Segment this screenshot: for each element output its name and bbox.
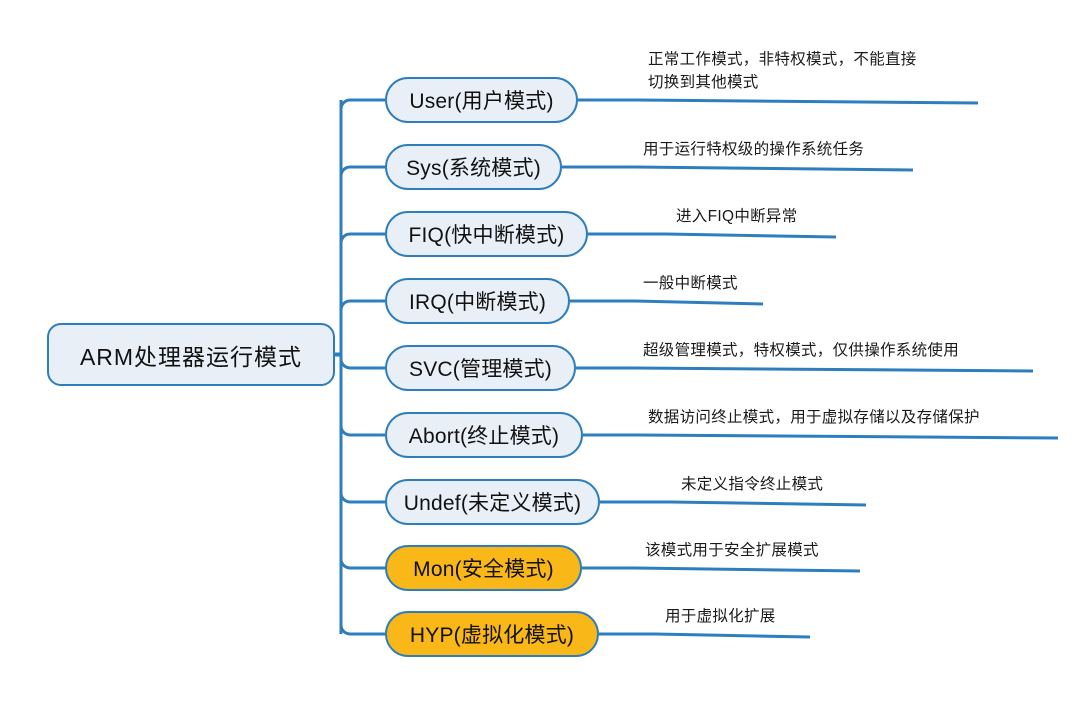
branch-node-1[interactable]: User(用户模式) [385, 77, 578, 123]
branch-node-9[interactable]: HYP(虚拟化模式) [385, 611, 599, 657]
branch-description-6: 数据访问终止模式，用于虚拟存储以及存储保护 [648, 409, 980, 426]
branch-node-2[interactable]: Sys(系统模式) [385, 144, 562, 190]
branch-description-1: 正常工作模式，非特权模式，不能直接 切换到其他模式 [648, 51, 917, 91]
branch-node-label: IRQ(中断模式) [408, 291, 547, 314]
branch-node-label: Mon(安全模式) [413, 558, 554, 581]
branch-node-label: FIQ(快中断模式) [408, 224, 565, 247]
branch-description-5: 超级管理模式，特权模式，仅供操作系统使用 [643, 342, 960, 359]
branch-node-label: SVC(管理模式) [409, 358, 552, 381]
branch-node-6[interactable]: Abort(终止模式) [385, 412, 583, 458]
branch-node-7[interactable]: Undef(未定义模式) [385, 479, 600, 525]
branch-description-9: 用于虚拟化扩展 [665, 608, 776, 625]
branch-node-8[interactable]: Mon(安全模式) [385, 545, 582, 591]
root-node-label: ARM处理器运行模式 [79, 343, 303, 370]
branch-description-7: 未定义指令终止模式 [681, 476, 824, 493]
branch-node-label: User(用户模式) [409, 90, 554, 113]
branch-node-label: Sys(系统模式) [406, 157, 541, 180]
branch-node-label: Abort(终止模式) [408, 425, 560, 448]
branch-node-4[interactable]: IRQ(中断模式) [385, 278, 570, 324]
branch-node-label: HYP(虚拟化模式) [409, 624, 575, 647]
branch-description-8: 该模式用于安全扩展模式 [645, 542, 819, 559]
root-node[interactable]: ARM处理器运行模式 [47, 323, 335, 386]
branch-node-5[interactable]: SVC(管理模式) [385, 345, 576, 391]
branch-node-label: Undef(未定义模式) [403, 492, 582, 515]
branch-description-3: 进入FIQ中断异常 [676, 208, 798, 225]
branch-description-2: 用于运行特权级的操作系统任务 [643, 141, 865, 158]
branch-description-4: 一般中断模式 [643, 275, 738, 292]
branch-node-3[interactable]: FIQ(快中断模式) [385, 211, 588, 257]
